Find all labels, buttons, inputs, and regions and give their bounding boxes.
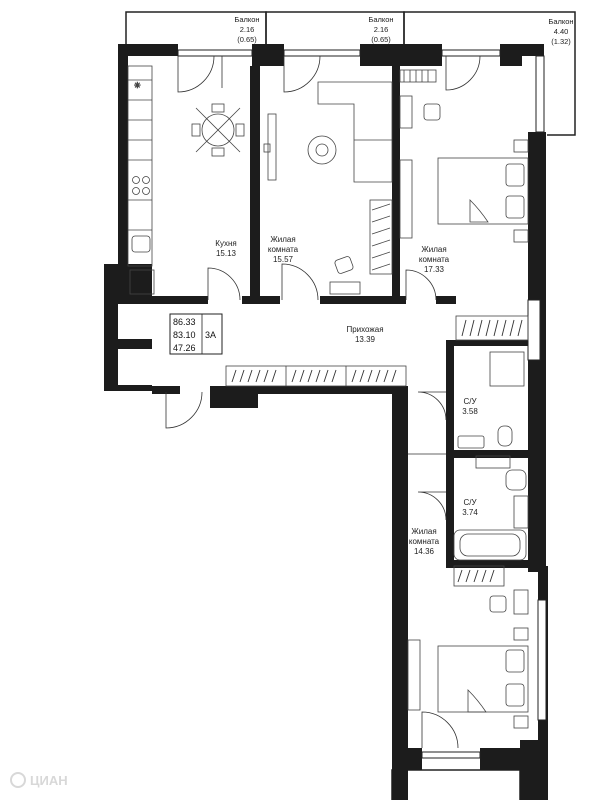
fridge-icon: ✳	[134, 81, 141, 90]
kitchen-furniture: ✳	[127, 65, 245, 295]
balcony-2-area-reduced: (0.65)	[371, 35, 391, 44]
living-2-name-line1: Жилая	[421, 245, 446, 254]
doors	[165, 55, 481, 749]
living1-furniture	[263, 81, 393, 295]
living3-furniture	[407, 589, 529, 729]
balcony-2-area: 2.16	[374, 25, 389, 34]
hallway-area: 13.39	[355, 335, 376, 344]
living-2-name-line2: комната	[419, 255, 450, 264]
living2-furniture	[399, 69, 529, 243]
room-labels: Балкон 2.16 (0.65) Балкон 2.16 (0.65) Ба…	[215, 15, 573, 556]
summary-frame	[169, 313, 223, 355]
living-1-name-line1: Жилая	[270, 235, 295, 244]
summary-total-area: 86.33	[173, 317, 196, 327]
bathroom-2-name: С/У	[463, 498, 477, 507]
bathroom-1-name: С/У	[463, 397, 477, 406]
balcony-1-name: Балкон	[234, 15, 259, 24]
living-1-name-line2: комната	[268, 245, 299, 254]
living-2-area: 17.33	[424, 265, 445, 274]
summary-type: 3А	[205, 330, 216, 340]
balcony-3-name: Балкон	[548, 17, 573, 26]
balcony-1-area: 2.16	[240, 25, 255, 34]
bathroom-2-area: 3.74	[462, 508, 478, 517]
wardrobe-hangers	[231, 319, 523, 583]
living-3-name-line1: Жилая	[411, 527, 436, 536]
balcony-3-area-reduced: (1.32)	[551, 37, 571, 46]
watermark-text: ЦИАН	[30, 773, 68, 788]
balcony-2-name: Балкон	[368, 15, 393, 24]
watermark-logo-icon	[10, 772, 26, 788]
walls	[104, 44, 548, 800]
balcony-1-area-reduced: (0.65)	[237, 35, 257, 44]
summary-total-area-2: 83.10	[173, 330, 196, 340]
balcony-3-area: 4.40	[554, 27, 569, 36]
living-3-area: 14.36	[414, 547, 435, 556]
kitchen-name: Кухня	[215, 239, 236, 248]
summary-living-area: 47.26	[173, 343, 196, 353]
bathroom-1-area: 3.58	[462, 407, 478, 416]
kitchen-area: 15.13	[216, 249, 237, 258]
bathroom-fixtures	[453, 351, 529, 561]
watermark: ЦИАН	[10, 772, 68, 788]
hallway-wardrobes	[225, 315, 529, 587]
balconies	[125, 11, 576, 800]
living-1-area: 15.57	[273, 255, 294, 264]
windows	[177, 49, 547, 759]
area-summary: 86.33 83.10 47.26 3А	[169, 313, 223, 355]
hallway-name: Прихожая	[346, 325, 383, 334]
living-3-name-line2: комната	[409, 537, 440, 546]
